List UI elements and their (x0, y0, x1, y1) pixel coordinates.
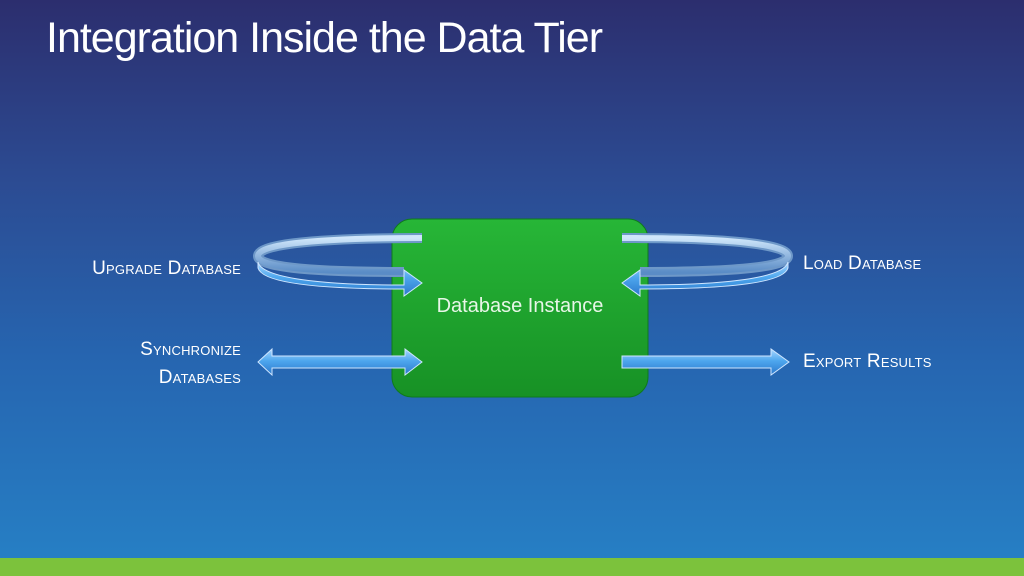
synchronize-databases-label: Synchronize Databases (40, 336, 241, 392)
slide-title: Integration Inside the Data Tier (46, 14, 603, 62)
database-instance-box (391, 218, 649, 398)
upgrade-database-loop-arrow (252, 233, 423, 297)
load-database-label: Load Database (803, 253, 922, 274)
database-instance-label: Database Instance (436, 295, 604, 317)
upgrade-database-label: Upgrade Database (92, 258, 241, 279)
synchronize-label-line-2: Databases (158, 367, 241, 388)
load-database-loop-arrow (621, 233, 794, 297)
export-results-label: Export Results (803, 351, 932, 372)
footer-accent-bar (0, 558, 1024, 576)
synchronize-label-line-1: Synchronize (140, 339, 241, 360)
synchronize-double-arrow (257, 347, 423, 377)
export-results-arrow (621, 348, 790, 376)
